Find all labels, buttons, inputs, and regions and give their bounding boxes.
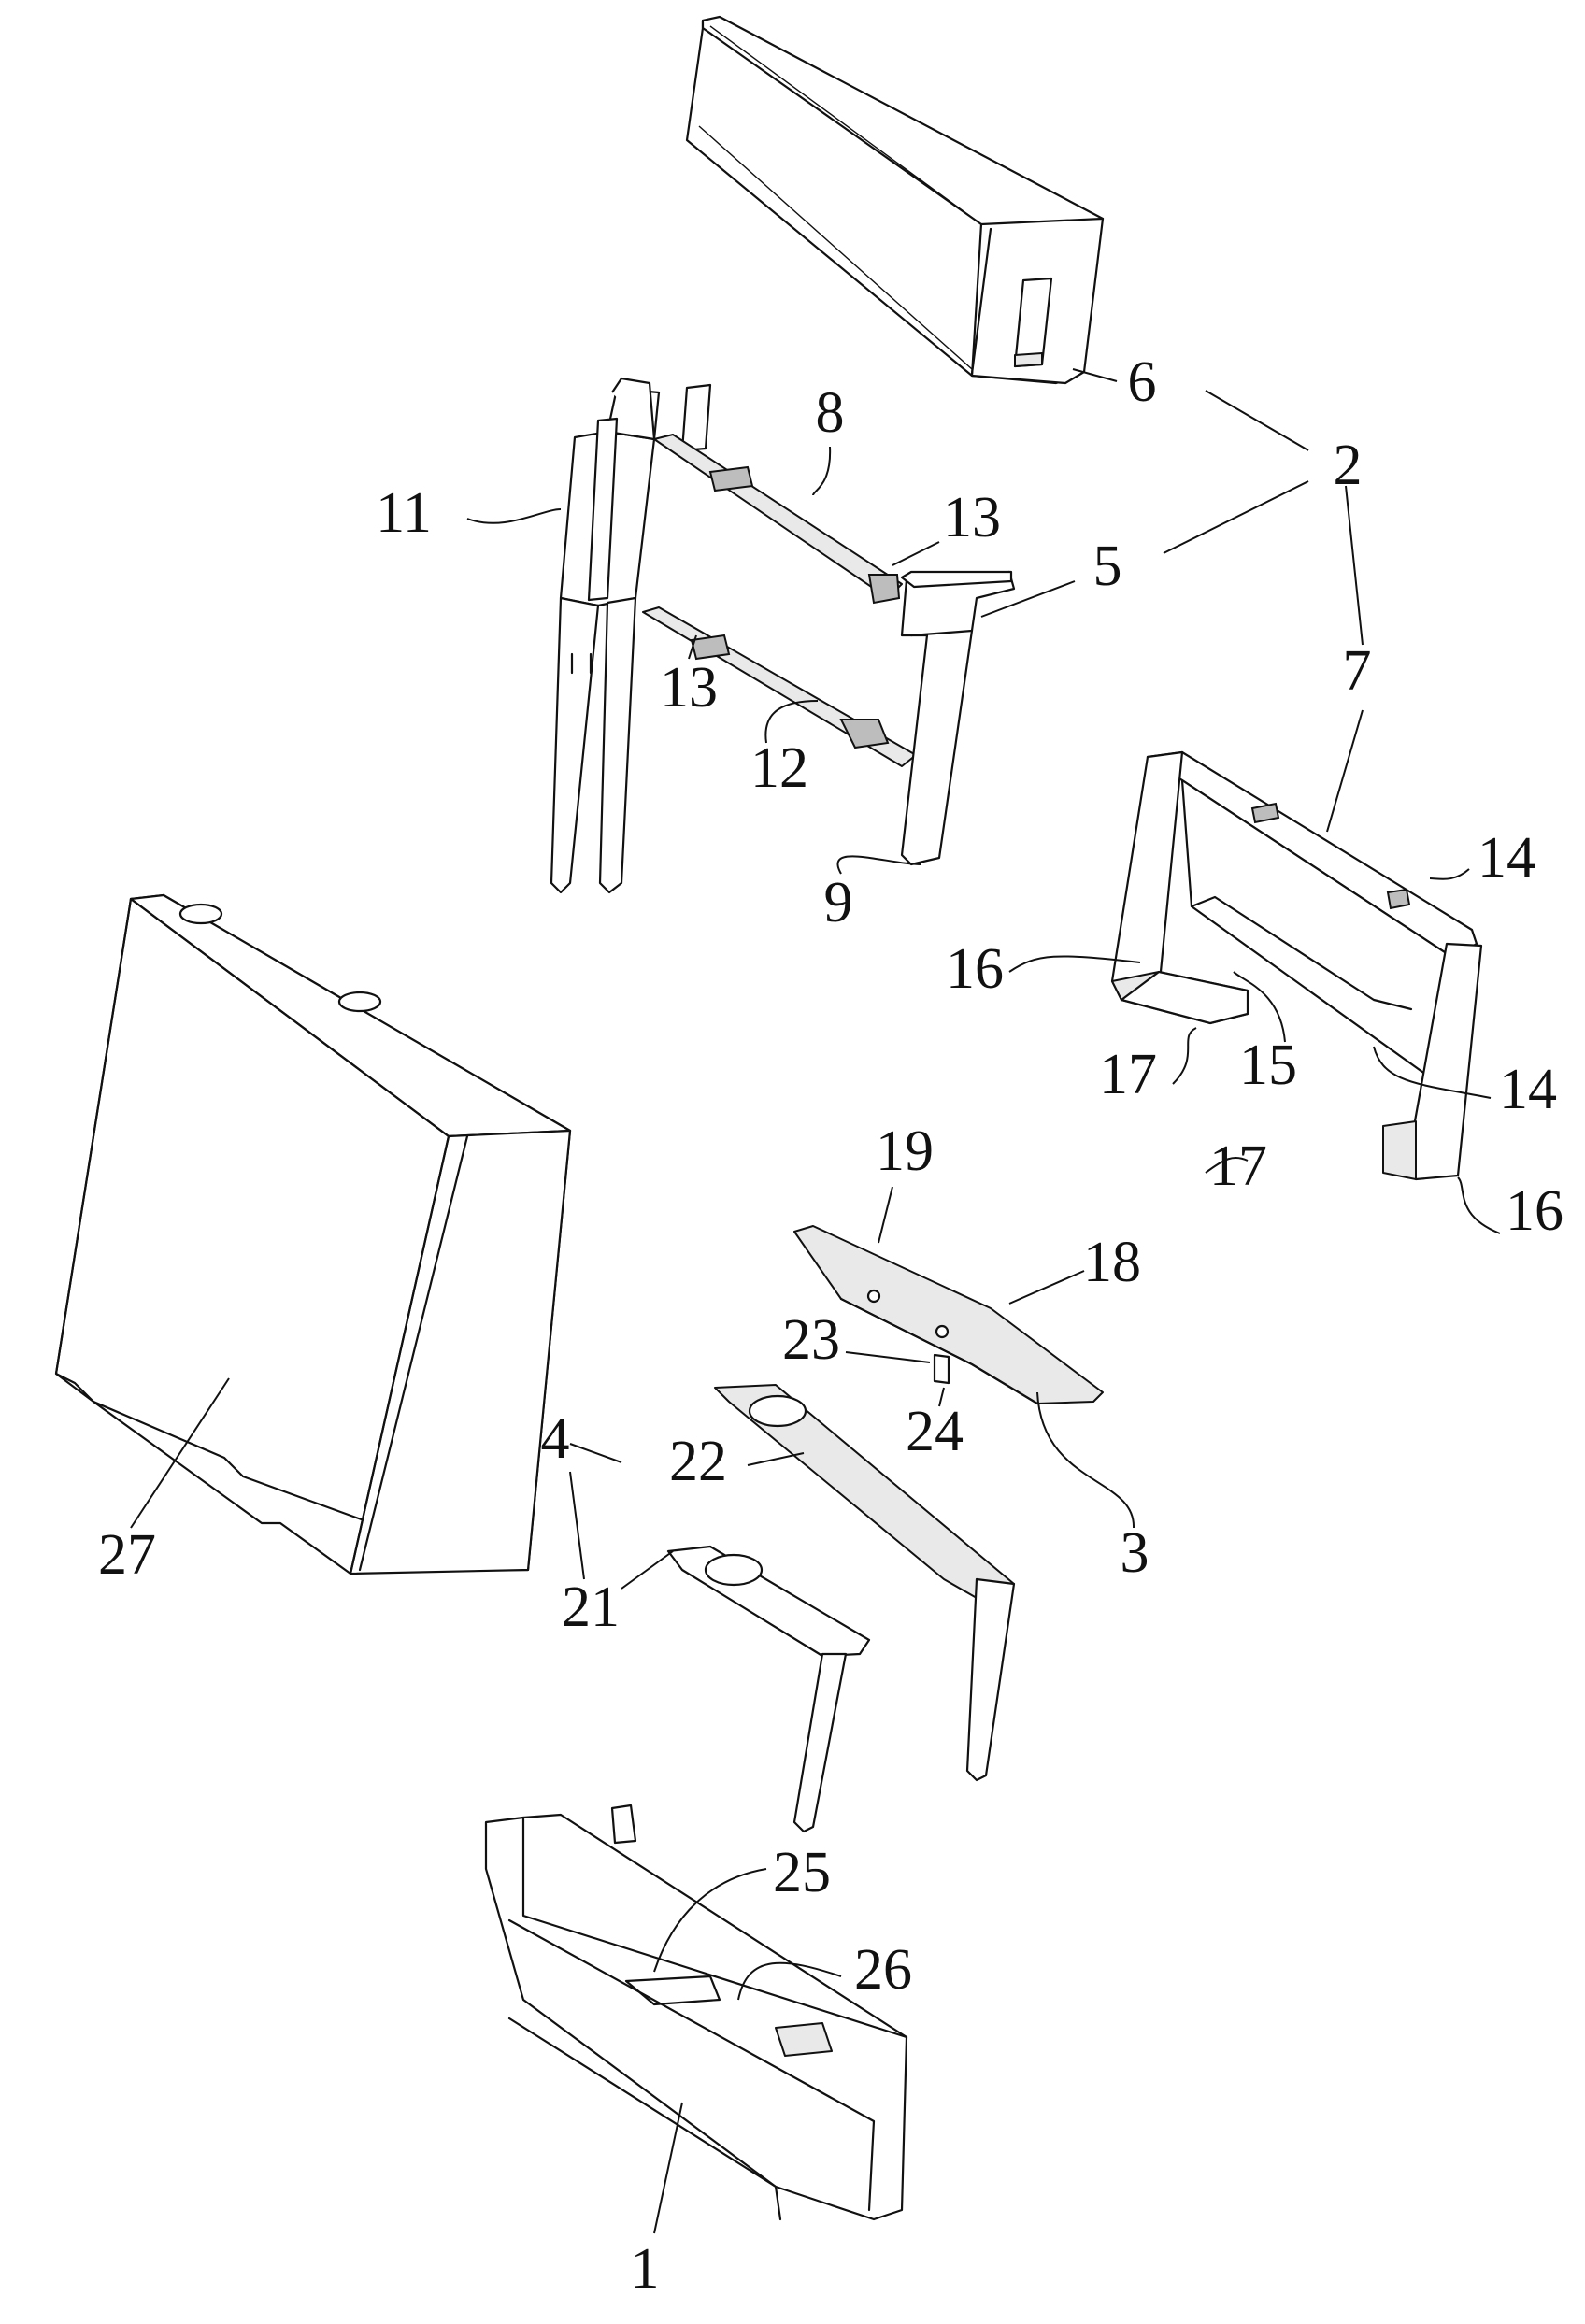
label-8: 8 bbox=[816, 381, 845, 445]
part-7-frame bbox=[1110, 750, 1483, 1181]
label-14b: 14 bbox=[1499, 1058, 1557, 1121]
label-11: 11 bbox=[376, 481, 432, 545]
label-6: 6 bbox=[1128, 350, 1157, 414]
label-4: 4 bbox=[541, 1407, 570, 1471]
label-14a: 14 bbox=[1478, 826, 1535, 890]
label-21: 21 bbox=[562, 1575, 620, 1639]
label-18: 18 bbox=[1083, 1231, 1141, 1294]
label-7: 7 bbox=[1343, 639, 1372, 703]
part-27-housing bbox=[54, 893, 572, 1575]
label-19: 19 bbox=[876, 1119, 934, 1183]
label-16a: 16 bbox=[946, 937, 1004, 1001]
label-22: 22 bbox=[669, 1430, 727, 1493]
label-13b: 13 bbox=[660, 656, 718, 720]
part-1-base bbox=[484, 1804, 908, 2221]
reference-labels: 6 2 8 13 11 5 7 13 12 9 14 16 17 15 14 1… bbox=[98, 350, 1564, 2301]
label-12: 12 bbox=[750, 736, 808, 800]
part-6-cover-block bbox=[685, 15, 1105, 385]
label-3: 3 bbox=[1121, 1521, 1149, 1585]
label-25: 25 bbox=[773, 1841, 831, 1904]
label-15: 15 bbox=[1239, 1034, 1297, 1097]
part-3-armature bbox=[793, 1225, 1104, 1405]
leader-lines bbox=[130, 368, 1501, 2234]
label-13a: 13 bbox=[943, 486, 1001, 549]
label-23: 23 bbox=[782, 1308, 840, 1372]
label-26: 26 bbox=[854, 1938, 912, 2002]
label-16b: 16 bbox=[1506, 1179, 1564, 1243]
label-17b: 17 bbox=[1209, 1134, 1267, 1198]
label-2: 2 bbox=[1334, 434, 1363, 497]
part-4-contacts bbox=[666, 1384, 1016, 1833]
label-17a: 17 bbox=[1099, 1043, 1157, 1106]
part-5-bobbin-assembly bbox=[550, 377, 1016, 894]
label-9: 9 bbox=[824, 871, 853, 934]
label-5: 5 bbox=[1093, 535, 1122, 598]
label-24: 24 bbox=[906, 1400, 964, 1463]
label-27: 27 bbox=[98, 1523, 156, 1587]
label-1: 1 bbox=[631, 2237, 660, 2301]
